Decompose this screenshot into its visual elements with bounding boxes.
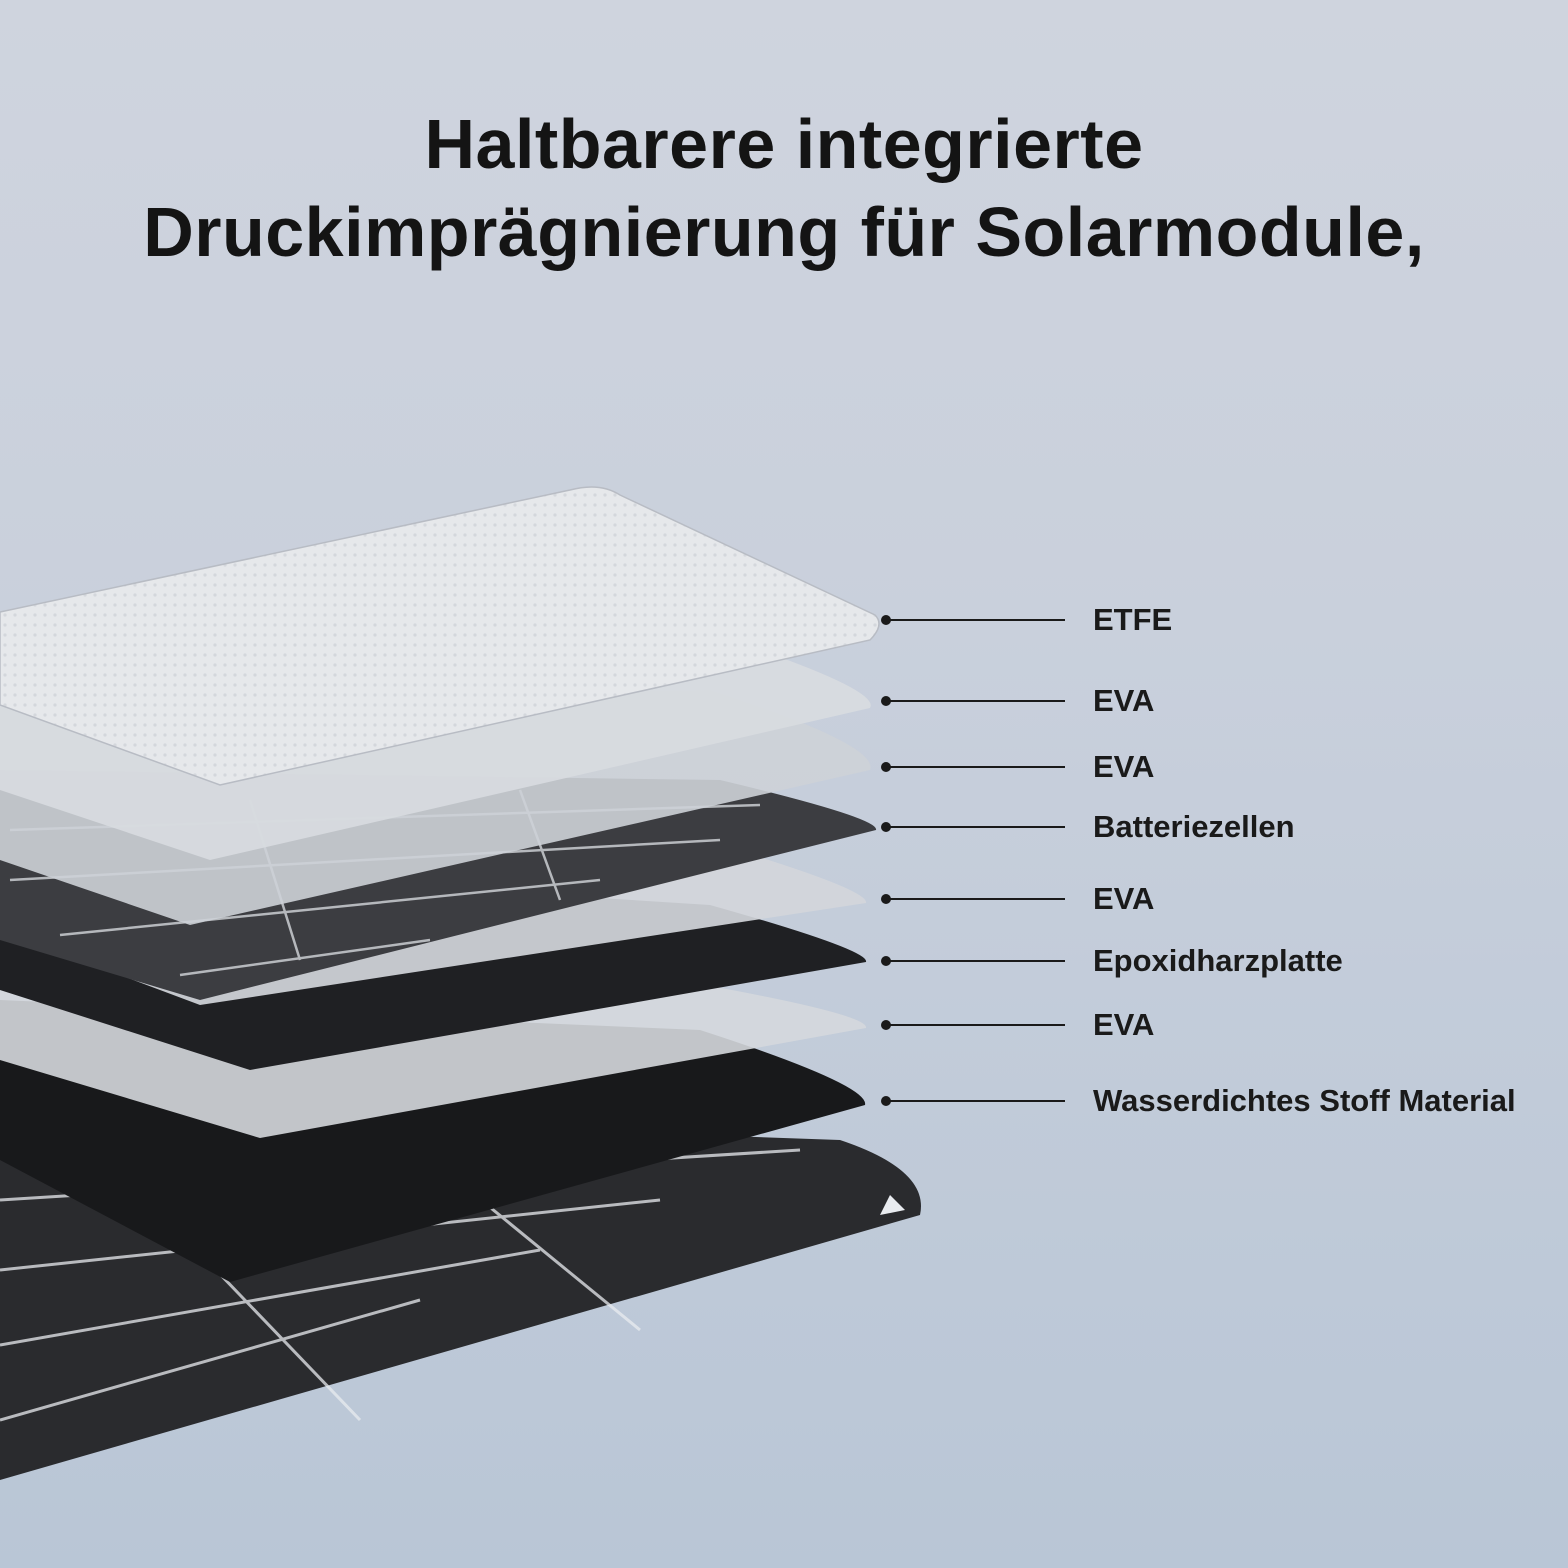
layer-label-5: EVA [1093, 881, 1155, 916]
headline: Haltbarere integrierte Druckimprägnierun… [0, 100, 1568, 276]
layer-label-3: EVA [1093, 749, 1155, 784]
layer-label-6: Epoxidharzplatte [1093, 943, 1343, 978]
leader-dot-3 [881, 762, 891, 772]
leader-dot-1 [881, 615, 891, 625]
layer-label-7: EVA [1093, 1007, 1155, 1042]
leader-dot-5 [881, 894, 891, 904]
layer-label-2: EVA [1093, 683, 1155, 718]
layer-label-1: ETFE [1093, 602, 1173, 637]
leader-dot-8 [881, 1096, 891, 1106]
headline-line-2: Druckimprägnierung für Solarmodule, [143, 193, 1425, 271]
layer-label-8: Wasserdichtes Stoff Material [1093, 1083, 1516, 1118]
layer-etfe [0, 486, 880, 786]
leader-dot-2 [881, 696, 891, 706]
headline-line-1: Haltbarere integrierte [424, 105, 1144, 183]
leader-dot-4 [881, 822, 891, 832]
leader-dot-6 [881, 956, 891, 966]
layer-label-4: Batteriezellen [1093, 809, 1295, 844]
leader-dot-7 [881, 1020, 891, 1030]
